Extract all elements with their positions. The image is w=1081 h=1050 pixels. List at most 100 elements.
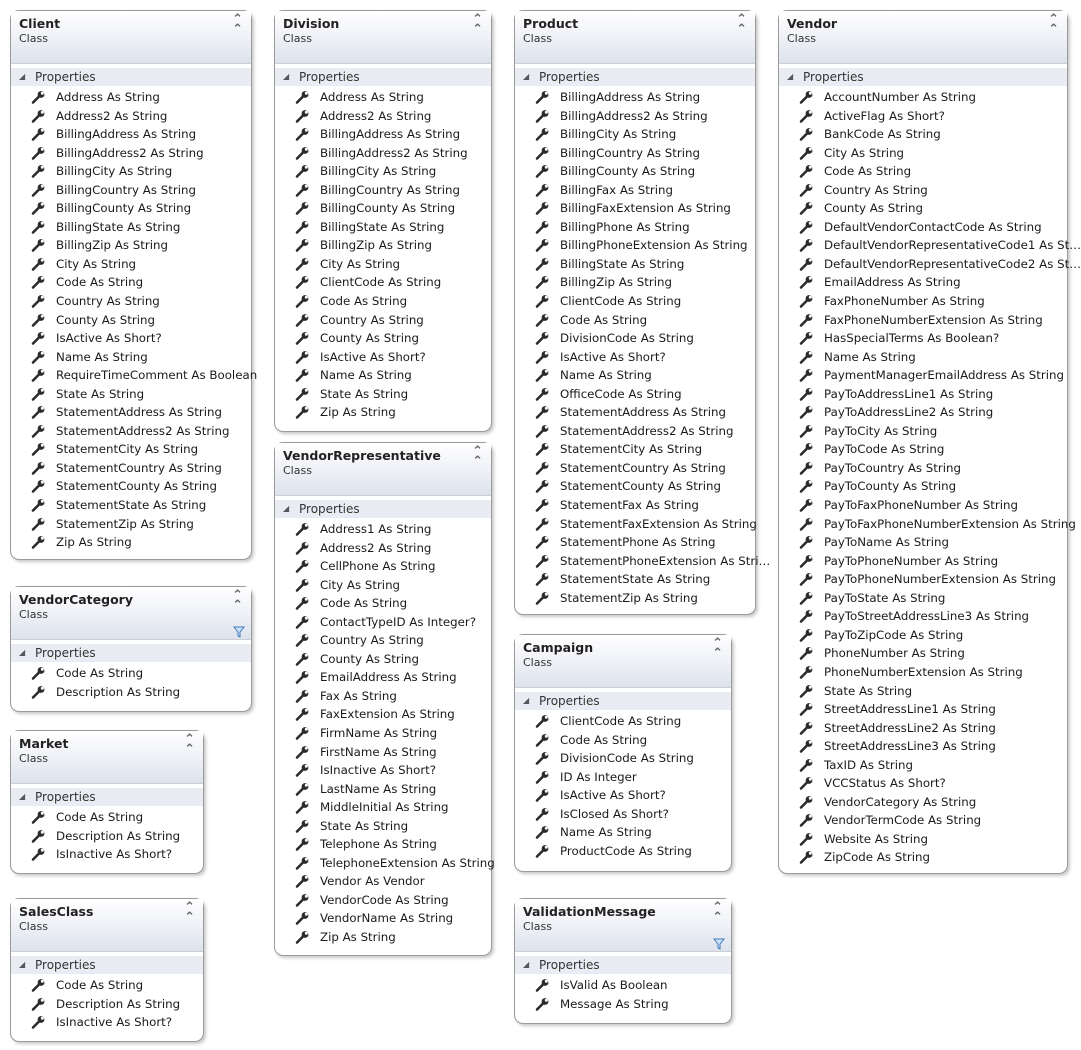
property-item[interactable]: PayToCounty As String: [779, 477, 1067, 496]
property-item[interactable]: FirmName As String: [275, 724, 491, 743]
property-item[interactable]: Code As String: [11, 808, 203, 827]
property-item[interactable]: BillingCity As String: [275, 162, 491, 181]
property-item[interactable]: StatementAddress As String: [11, 403, 251, 422]
property-item[interactable]: City As String: [779, 144, 1067, 163]
properties-section-header[interactable]: ◢Properties: [11, 956, 203, 974]
filter-icon[interactable]: [232, 623, 246, 638]
property-item[interactable]: Name As String: [779, 348, 1067, 367]
property-item[interactable]: TaxID As String: [779, 756, 1067, 775]
property-item[interactable]: Description As String: [11, 995, 203, 1014]
property-item[interactable]: ProductCode As String: [515, 842, 731, 861]
property-item[interactable]: DivisionCode As String: [515, 749, 731, 768]
properties-section-header[interactable]: ◢Properties: [779, 68, 1067, 86]
collapse-triangle-icon[interactable]: ◢: [787, 72, 794, 81]
property-item[interactable]: PayToFaxPhoneNumber As String: [779, 496, 1067, 515]
property-item[interactable]: ContactTypeID As Integer?: [275, 613, 491, 632]
collapse-chevron-icon[interactable]: ⌃⌃: [184, 732, 195, 757]
property-item[interactable]: Code As String: [275, 292, 491, 311]
property-item[interactable]: Address As String: [275, 88, 491, 107]
property-item[interactable]: Message As String: [515, 995, 731, 1014]
property-item[interactable]: StatementCity As String: [11, 440, 251, 459]
property-item[interactable]: IsActive As Short?: [515, 786, 731, 805]
property-item[interactable]: Description As String: [11, 827, 203, 846]
property-item[interactable]: StatementZip As String: [515, 589, 755, 608]
property-item[interactable]: Code As String: [515, 731, 731, 750]
property-item[interactable]: ActiveFlag As Short?: [779, 107, 1067, 126]
filter-icon[interactable]: [712, 935, 726, 950]
property-item[interactable]: Code As String: [275, 594, 491, 613]
property-item[interactable]: Code As String: [11, 976, 203, 995]
property-item[interactable]: Code As String: [779, 162, 1067, 181]
property-item[interactable]: Telephone As String: [275, 835, 491, 854]
property-item[interactable]: StatementZip As String: [11, 515, 251, 534]
property-item[interactable]: PayToCode As String: [779, 440, 1067, 459]
property-item[interactable]: FaxPhoneNumberExtension As String: [779, 311, 1067, 330]
property-item[interactable]: BillingPhone As String: [515, 218, 755, 237]
property-item[interactable]: EmailAddress As String: [779, 273, 1067, 292]
property-item[interactable]: State As String: [275, 817, 491, 836]
properties-section-header[interactable]: ◢Properties: [515, 956, 731, 974]
property-item[interactable]: StatementAddress As String: [515, 403, 755, 422]
property-item[interactable]: Zip As String: [11, 533, 251, 552]
property-item[interactable]: LastName As String: [275, 780, 491, 799]
property-item[interactable]: IsInactive As Short?: [275, 761, 491, 780]
property-item[interactable]: PayToName As String: [779, 533, 1067, 552]
property-item[interactable]: Website As String: [779, 830, 1067, 849]
property-item[interactable]: VendorName As String: [275, 909, 491, 928]
property-item[interactable]: StatementFax As String: [515, 496, 755, 515]
collapse-triangle-icon[interactable]: ◢: [283, 72, 290, 81]
collapse-triangle-icon[interactable]: ◢: [523, 696, 530, 705]
property-item[interactable]: BillingCounty As String: [275, 199, 491, 218]
collapse-chevron-icon[interactable]: ⌃⌃: [232, 12, 243, 37]
property-item[interactable]: BillingZip As String: [275, 236, 491, 255]
property-item[interactable]: Address1 As String: [275, 520, 491, 539]
property-item[interactable]: PhoneNumber As String: [779, 644, 1067, 663]
property-item[interactable]: ClientCode As String: [515, 712, 731, 731]
collapse-chevron-icon[interactable]: ⌃⌃: [712, 636, 723, 661]
property-item[interactable]: BillingPhoneExtension As String: [515, 236, 755, 255]
property-item[interactable]: StreetAddressLine1 As String: [779, 700, 1067, 719]
property-item[interactable]: PayToStreetAddressLine3 As String: [779, 607, 1067, 626]
property-item[interactable]: City As String: [275, 576, 491, 595]
property-item[interactable]: Name As String: [515, 823, 731, 842]
property-item[interactable]: City As String: [11, 255, 251, 274]
property-item[interactable]: AccountNumber As String: [779, 88, 1067, 107]
property-item[interactable]: PhoneNumberExtension As String: [779, 663, 1067, 682]
collapse-chevron-icon[interactable]: ⌃⌃: [1048, 12, 1059, 37]
property-item[interactable]: BillingFax As String: [515, 181, 755, 200]
property-item[interactable]: VCCStatus As Short?: [779, 774, 1067, 793]
property-item[interactable]: FirstName As String: [275, 743, 491, 762]
property-item[interactable]: DefaultVendorRepresentativeCode2 As St…: [779, 255, 1081, 274]
property-item[interactable]: StatementPhone As String: [515, 533, 755, 552]
property-item[interactable]: PayToPhoneNumber As String: [779, 552, 1067, 571]
property-item[interactable]: Name As String: [275, 366, 491, 385]
properties-section-header[interactable]: ◢Properties: [515, 692, 731, 710]
property-item[interactable]: State As String: [275, 385, 491, 404]
property-item[interactable]: PayToCity As String: [779, 422, 1067, 441]
property-item[interactable]: BillingCounty As String: [11, 199, 251, 218]
property-item[interactable]: PayToAddressLine2 As String: [779, 403, 1067, 422]
collapse-triangle-icon[interactable]: ◢: [19, 72, 26, 81]
property-item[interactable]: MiddleInitial As String: [275, 798, 491, 817]
collapse-chevron-icon[interactable]: ⌃⌃: [712, 900, 723, 925]
property-item[interactable]: Country As String: [779, 181, 1067, 200]
collapse-chevron-icon[interactable]: ⌃⌃: [736, 12, 747, 37]
property-item[interactable]: RequireTimeComment As Boolean: [11, 366, 257, 385]
collapse-triangle-icon[interactable]: ◢: [19, 792, 26, 801]
property-item[interactable]: BillingFaxExtension As String: [515, 199, 755, 218]
property-item[interactable]: PayToFaxPhoneNumberExtension As String: [779, 515, 1076, 534]
properties-section-header[interactable]: ◢Properties: [11, 68, 251, 86]
property-item[interactable]: ClientCode As String: [275, 273, 491, 292]
property-item[interactable]: DivisionCode As String: [515, 329, 755, 348]
property-item[interactable]: StreetAddressLine2 As String: [779, 719, 1067, 738]
property-item[interactable]: FaxExtension As String: [275, 705, 491, 724]
property-item[interactable]: BillingState As String: [11, 218, 251, 237]
property-item[interactable]: BillingCountry As String: [11, 181, 251, 200]
